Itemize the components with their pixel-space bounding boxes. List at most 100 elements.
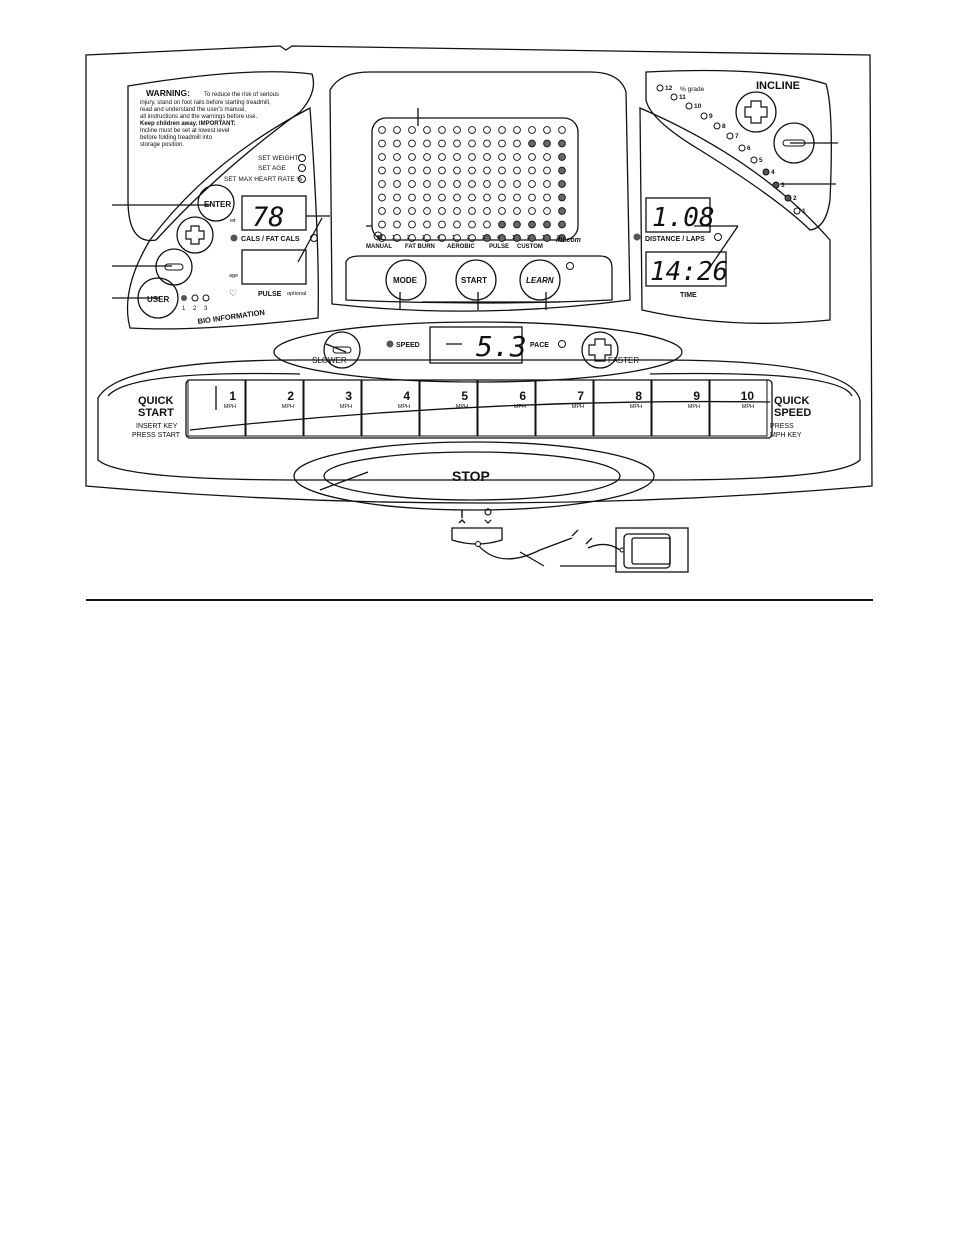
matrix-led: [393, 153, 401, 161]
quick-start-title: START: [138, 407, 174, 419]
set-weight-indicator: [298, 154, 306, 162]
mph-unit-label: MPH: [456, 404, 468, 410]
matrix-led: [423, 234, 431, 242]
mph-key-number: 7: [577, 389, 584, 403]
mode-button[interactable]: [385, 259, 427, 301]
matrix-led: [423, 153, 431, 161]
mph-key-number: 4: [403, 389, 410, 403]
mph-key-8[interactable]: [593, 379, 652, 437]
mph-key-4[interactable]: [361, 379, 420, 437]
press-label: PRESS: [770, 423, 794, 430]
safety-key[interactable]: [475, 541, 481, 547]
mph-key-9[interactable]: [651, 379, 710, 437]
program-group-label: FAT BURN: [405, 244, 435, 250]
bio-decrease-button[interactable]: [155, 248, 193, 286]
warning-line: storage position.: [140, 142, 184, 148]
matrix-led: [558, 166, 566, 175]
distance-value: 1.08: [652, 203, 715, 233]
program-number: 1: [542, 235, 545, 241]
mph-unit-label: MPH: [572, 404, 584, 410]
matrix-led: [513, 220, 521, 229]
faster-button[interactable]: [581, 331, 619, 369]
program-number: 3: [422, 235, 425, 241]
matrix-led: [378, 220, 386, 229]
matrix-led: [378, 207, 386, 215]
start-button-label: START: [461, 276, 487, 285]
incline-level-1-indicator: [793, 207, 801, 215]
incline-level-label: 4: [771, 169, 775, 176]
warning-line: Keep children away. IMPORTANT:: [140, 121, 235, 127]
matrix-led: [543, 153, 551, 161]
enter-button[interactable]: [197, 184, 235, 222]
cals-label: CALS / FAT CALS: [241, 236, 300, 243]
matrix-led: [513, 139, 521, 148]
matrix-led: [468, 153, 476, 161]
matrix-led: [378, 166, 386, 175]
matrix-led: [393, 139, 401, 148]
set-age-label: SET AGE: [258, 165, 286, 172]
mph-unit-label: MPH: [514, 404, 526, 410]
slower-button[interactable]: [323, 331, 361, 369]
incline-level-6-indicator: [738, 144, 746, 152]
user-button-label: USER: [147, 295, 169, 304]
mph-key-3[interactable]: [303, 379, 362, 437]
matrix-led: [498, 207, 506, 215]
matrix-led: [543, 220, 551, 229]
mph-key-10[interactable]: [709, 379, 768, 437]
start-button[interactable]: [455, 259, 497, 301]
matrix-led: [513, 207, 521, 215]
pulse-optional-label: optional: [287, 291, 306, 297]
matrix-led: [543, 126, 551, 134]
bio-increase-button[interactable]: [176, 216, 214, 254]
incline-decrease-button[interactable]: [773, 122, 815, 164]
mph-key-7[interactable]: [535, 379, 594, 437]
matrix-led: [453, 234, 461, 242]
matrix-led: [528, 126, 536, 134]
matrix-led: [378, 126, 386, 134]
mph-key-6[interactable]: [477, 379, 536, 437]
distance-label: DISTANCE / LAPS: [645, 236, 705, 243]
mph-unit-label: MPH: [340, 404, 352, 410]
matrix-led: [438, 207, 446, 215]
slower-label: SLOWER: [312, 356, 347, 365]
matrix-led: [393, 234, 401, 242]
mode-button-label: MODE: [393, 276, 418, 285]
matrix-led: [513, 153, 521, 161]
matrix-led: [453, 153, 461, 161]
matrix-led: [528, 153, 536, 161]
mph-unit-label: MPH: [224, 404, 236, 410]
mph-key-number: 5: [461, 389, 468, 403]
incline-increase-button[interactable]: [735, 91, 777, 133]
led-matrix: [378, 126, 566, 242]
matrix-led: [408, 234, 416, 242]
user-button[interactable]: [137, 277, 179, 319]
warning-line: To reduce the risk of serious: [204, 92, 279, 98]
matrix-led: [438, 153, 446, 161]
incline-level-12-indicator: [656, 84, 664, 92]
learn-button[interactable]: [519, 259, 561, 301]
mph-unit-label: MPH: [282, 404, 294, 410]
mph-key-5[interactable]: [419, 379, 478, 437]
press-start-label: PRESS START: [132, 432, 181, 439]
warning-line: injury, stand on foot rails before start…: [140, 100, 271, 106]
pulse-display: [241, 249, 307, 285]
matrix-led: [468, 139, 476, 148]
quick-speed-title: QUICK: [774, 395, 810, 407]
incline-level-8-indicator: [713, 122, 721, 130]
matrix-led: [468, 166, 476, 175]
mph-key-number: 3: [345, 389, 352, 403]
mph-key-1[interactable]: [187, 379, 246, 437]
incline-level-2-indicator: [784, 194, 792, 202]
warning-line: before folding treadmill into: [140, 135, 213, 141]
minus-icon: [332, 346, 352, 354]
pace-label: PACE: [530, 342, 549, 349]
matrix-led: [528, 220, 536, 229]
quick-speed-keys: 1MPH2MPH3MPH4MPH5MPH6MPH7MPH8MPH9MPH10MP…: [187, 379, 768, 437]
mph-key-number: 2: [287, 389, 294, 403]
mph-key-2[interactable]: [245, 379, 304, 437]
stop-button-label: STOP: [452, 468, 490, 484]
program-number: 3: [482, 235, 485, 241]
matrix-led: [528, 139, 536, 148]
speed-display: [429, 326, 523, 364]
set-weight-label: SET WEIGHT: [258, 155, 298, 162]
